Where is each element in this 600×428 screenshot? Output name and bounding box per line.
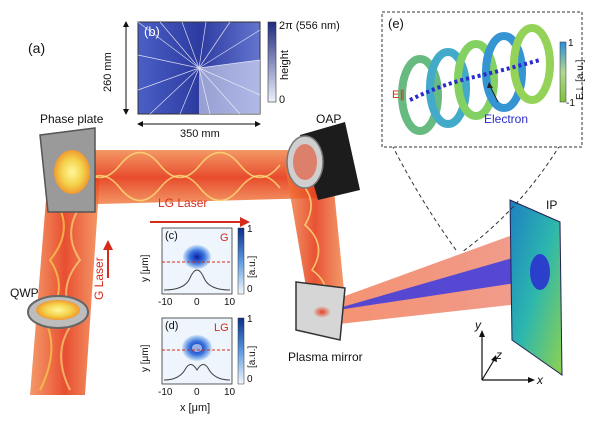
panel-c-xtick-left: -10 — [158, 297, 173, 308]
panel-label-d: (d) — [165, 320, 179, 332]
panel-e-field-helix — [381, 11, 583, 148]
panel-b-phase-map — [123, 21, 277, 127]
panel-d-ylabel: y [μm] — [140, 344, 151, 372]
zoom-line-left — [391, 144, 457, 251]
panel-d-xlabel: x [μm] — [180, 402, 211, 414]
axis-y-label: y — [475, 318, 481, 332]
panel-label-c: (c) — [165, 230, 178, 242]
electron-beam — [325, 250, 548, 312]
phase-plate — [39, 127, 96, 213]
panel-d-tag: LG — [214, 322, 229, 334]
panel-label-a: (a) — [28, 40, 46, 56]
label-lg-laser: LG Laser — [158, 196, 208, 210]
oap-mirror — [286, 122, 360, 200]
zoom-line-right — [461, 144, 561, 253]
panel-c-cbar-bottom: 0 — [247, 284, 253, 295]
input-beam — [30, 175, 100, 395]
plasma-mirror — [295, 281, 346, 341]
panel-c-gaussian-profile — [161, 227, 245, 295]
panel-c-xtick-mid: 0 — [194, 297, 200, 308]
dim-width-label: 350 mm — [180, 128, 220, 140]
field-cbar-top: 1 — [568, 38, 574, 49]
e-parallel-label: E∥ — [392, 89, 405, 101]
panel-d-xtick-right: 10 — [224, 387, 236, 398]
lg-beam-horizontal — [60, 150, 318, 205]
panel-d-lg-profile — [161, 317, 245, 385]
ip-screen — [509, 199, 563, 376]
qwp — [27, 295, 89, 329]
panel-c-xtick-right: 10 — [224, 297, 236, 308]
panel-c-tag: G — [220, 232, 229, 244]
phase-colorbar — [267, 21, 277, 103]
label-qwp: QWP — [10, 286, 39, 300]
panel-d-cbar-top: 1 — [247, 314, 253, 325]
panel-label-b: (b) — [144, 24, 160, 39]
axis-z-label: z — [496, 348, 502, 362]
electron-label: Electron — [484, 112, 529, 126]
panel-d-cbar-bottom: 0 — [247, 374, 253, 385]
field-cbar-label: E⊥ [a.u.] — [575, 59, 586, 100]
phase-cbar-label: height — [279, 50, 291, 80]
panel-d-xtick-mid: 0 — [194, 387, 200, 398]
label-oap: OAP — [316, 112, 342, 126]
coordinate-axes — [479, 330, 535, 383]
panel-c-cbar-label: [a.u.] — [247, 255, 258, 278]
label-phase-plate: Phase plate — [40, 112, 104, 126]
dim-height-label: 260 mm — [102, 52, 114, 92]
phase-cbar-top: 2π (556 nm) — [279, 20, 340, 32]
axis-x-label: x — [537, 373, 543, 387]
panel-d-xtick-left: -10 — [158, 387, 173, 398]
panel-label-e: (e) — [388, 16, 404, 31]
reflected-beam — [320, 225, 555, 325]
field-cbar-bottom: -1 — [566, 98, 575, 109]
phase-cbar-bottom: 0 — [279, 94, 286, 106]
panel-c-cbar-top: 1 — [247, 224, 253, 235]
panel-c-ylabel: y [μm] — [140, 254, 151, 282]
label-ip: IP — [546, 198, 558, 212]
panel-d-cbar-label: [a.u.] — [247, 345, 258, 368]
label-plasma-mirror: Plasma mirror — [288, 350, 363, 364]
label-g-laser: G Laser — [92, 257, 106, 300]
